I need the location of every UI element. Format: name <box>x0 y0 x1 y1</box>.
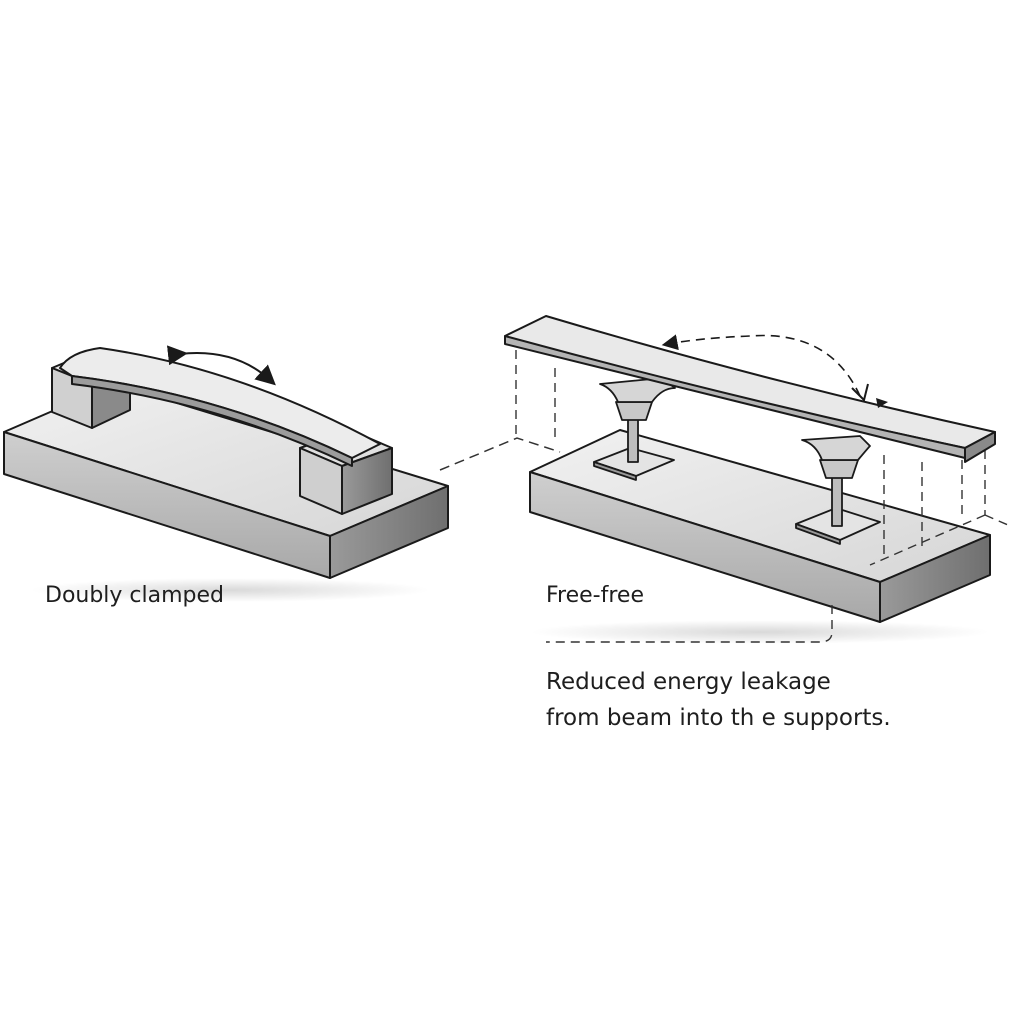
free-beam <box>504 315 996 463</box>
free-free-label: Free-free <box>546 583 645 608</box>
free-free-assembly <box>504 315 1009 644</box>
projection-dashed-lines <box>515 350 1009 643</box>
clamped-beam <box>59 347 381 467</box>
left-motion-arrow <box>166 345 276 386</box>
right-motion-arrowhead <box>851 383 869 402</box>
small-direction-marker-icon <box>876 398 888 408</box>
right-motion-arrow <box>661 334 861 397</box>
right-support-pedestal <box>795 435 881 545</box>
left-support-pedestal <box>593 377 676 481</box>
doubly-clamped-label: Doubly clamped <box>45 583 225 608</box>
connector-dashed-line <box>439 437 561 471</box>
annotation-line-1: Reduced energy leakage <box>546 669 831 695</box>
doubly-clamped-assembly <box>3 345 449 602</box>
energy-leakage-annotation: Reduced energy leakage from beam into th… <box>546 664 891 736</box>
annotation-line-2: from beam into th e supports. <box>546 705 891 731</box>
